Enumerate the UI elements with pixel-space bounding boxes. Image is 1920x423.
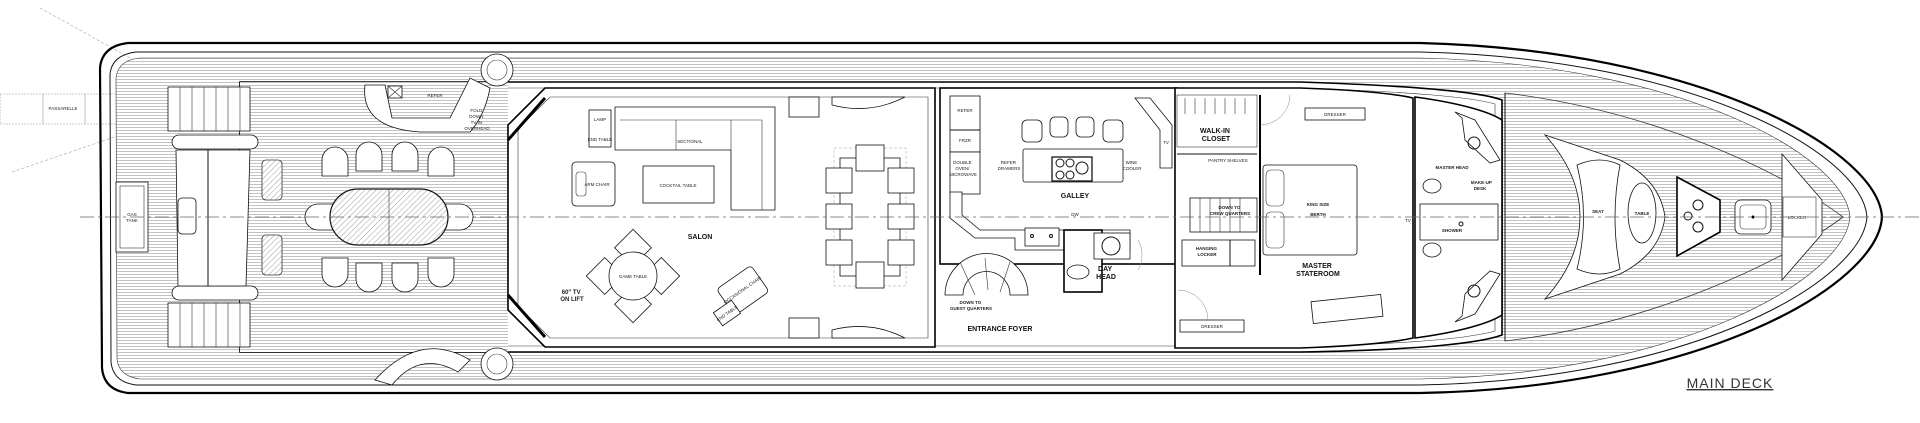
berth-label: BERTH bbox=[1310, 212, 1326, 217]
pantry-shelves-label: PANTRY SHELVES bbox=[1208, 158, 1247, 163]
master-suite: WALK-IN CLOSET PANTRY SHELVES DOWN TO CR… bbox=[1174, 87, 1414, 349]
shower-label: SHOWER bbox=[1442, 228, 1463, 233]
aft-wet-bar: REFER FOLD DOWN TV IN OVERHEAD bbox=[364, 53, 514, 133]
makeup-desk-line: MAKE-UP bbox=[1471, 180, 1492, 185]
galley-tv-label: TV bbox=[1163, 140, 1169, 145]
master-stateroom-line: MASTER bbox=[1302, 263, 1332, 270]
entrance-foyer: DOWN TO GUEST QUARTERS ENTRANCE FOYER bbox=[944, 253, 1033, 333]
passarelle-label: PASSARELLE bbox=[49, 106, 78, 111]
cocktail-table-label: COCKTAIL TABLE bbox=[659, 183, 696, 188]
refer-drawers-line: REFER bbox=[1001, 160, 1017, 165]
entrance-foyer-label: ENTRANCE FOYER bbox=[968, 326, 1033, 333]
frzr-label: FRZR bbox=[959, 138, 972, 143]
locker-label: LOCKER bbox=[1788, 215, 1807, 220]
fold-down-tv-line: FOLD bbox=[470, 108, 483, 113]
dresser-top[interactable]: DRESSER bbox=[1304, 107, 1366, 121]
master-stateroom-label: MASTER STATEROOM bbox=[1296, 263, 1340, 278]
makeup-desk-label: MAKE-UP DESK bbox=[1471, 180, 1493, 191]
wine-cooler-label: WINE COOLER bbox=[1122, 160, 1142, 171]
stern-stairs-starboard[interactable] bbox=[167, 302, 251, 348]
oven-line: MICROWAVE bbox=[949, 172, 977, 177]
dresser-bottom-label: DRESSER bbox=[1201, 324, 1224, 329]
fold-down-tv-label: FOLD DOWN TV IN OVERHEAD bbox=[464, 108, 490, 131]
down-to-crew-line: DOWN TO bbox=[1219, 205, 1241, 210]
galley-island[interactable] bbox=[1022, 148, 1124, 183]
foredeck-table[interactable]: TABLE bbox=[1627, 182, 1657, 244]
dw-label: DW bbox=[1071, 212, 1079, 217]
salon-doors[interactable] bbox=[506, 97, 547, 338]
side-table[interactable]: END TABLE bbox=[712, 299, 742, 327]
refer-drawers-label: REFER DRAWERS bbox=[998, 160, 1021, 171]
hanging-locker[interactable]: HANGING LOCKER bbox=[1181, 239, 1256, 267]
crew-stairs[interactable]: DOWN TO CREW QUARTERS bbox=[1189, 197, 1258, 233]
day-head[interactable]: DAY HEAD bbox=[1063, 229, 1143, 293]
down-to-guest-label[interactable]: DOWN TO GUEST QUARTERS bbox=[950, 300, 992, 311]
bar-stools bbox=[1021, 116, 1124, 143]
down-to-crew-label: DOWN TO CREW QUARTERS bbox=[1210, 205, 1250, 216]
fold-down-tv-line: OVERHEAD bbox=[464, 126, 490, 131]
planters bbox=[261, 159, 283, 276]
arm-chair-label: ARM CHAIR bbox=[584, 182, 610, 187]
galley: REFER FRZR DOUBLE OVEN/ MICROWAVE REFER … bbox=[939, 87, 1178, 265]
cocktail-table[interactable]: COCKTAIL TABLE bbox=[642, 165, 715, 204]
day-head-label: DAY HEAD bbox=[1096, 266, 1116, 281]
down-to-crew-line: CREW QUARTERS bbox=[1210, 211, 1250, 216]
master-head: MASTER HEAD MAKE-UP DESK SHOWER bbox=[1414, 96, 1503, 339]
hanging-locker-line: LOCKER bbox=[1198, 252, 1218, 257]
master-stateroom-line: STATEROOM bbox=[1296, 271, 1340, 278]
down-to-guest-line: GUEST QUARTERS bbox=[950, 306, 992, 311]
king-berth[interactable]: KING SIZE BERTH bbox=[1262, 164, 1358, 256]
table-label: TABLE bbox=[1635, 211, 1650, 216]
fold-down-tv-line: TV IN bbox=[471, 120, 483, 125]
king-size-label: KING SIZE bbox=[1307, 202, 1330, 207]
oven-line: OVEN/ bbox=[955, 166, 970, 171]
hanging-locker-line: HANGING bbox=[1196, 246, 1218, 251]
transom-bench bbox=[171, 134, 259, 301]
dresser-top-label: DRESSER bbox=[1324, 112, 1347, 117]
master-head-label: MASTER HEAD bbox=[1435, 165, 1469, 170]
lamp-label: LAMP bbox=[594, 117, 606, 122]
day-head-line: DAY bbox=[1098, 266, 1112, 273]
arm-chair[interactable]: ARM CHAIR bbox=[571, 161, 616, 207]
game-table[interactable]: GAME TABLE bbox=[585, 228, 681, 324]
down-to-guest-line: DOWN TO bbox=[960, 300, 982, 305]
curved-stair-starboard[interactable] bbox=[374, 347, 514, 386]
aft-refer-label: REFER bbox=[427, 93, 443, 98]
walk-in-closet-line: WALK-IN bbox=[1200, 128, 1230, 135]
hanging-locker-label: HANGING LOCKER bbox=[1196, 246, 1219, 257]
makeup-desk-line: DESK bbox=[1474, 186, 1487, 191]
fold-down-tv-line: DOWN bbox=[469, 114, 483, 119]
shower[interactable]: SHOWER bbox=[1419, 203, 1499, 241]
sectional-label: SECTIONAL bbox=[677, 139, 703, 144]
stern-stairs-port[interactable] bbox=[167, 86, 251, 132]
galley-refer-label: REFER bbox=[957, 108, 973, 113]
walk-in-closet-line: CLOSET bbox=[1202, 136, 1231, 143]
gas-tank-label: TANK bbox=[126, 218, 138, 223]
refer-drawers-line: DRAWERS bbox=[998, 166, 1021, 171]
seat-label: SEAT bbox=[1592, 209, 1604, 214]
wine-cooler-line: WINE bbox=[1125, 160, 1137, 165]
galley-label: GALLEY bbox=[1061, 193, 1090, 200]
anchor-windlass bbox=[1676, 175, 1721, 258]
gas-tank-label: GAS bbox=[127, 212, 137, 217]
tv-on-lift-label: 60" TV ON LIFT bbox=[560, 290, 584, 303]
end-table[interactable]: LAMP END TABLE bbox=[588, 109, 613, 148]
oven-label: DOUBLE OVEN/ MICROWAVE bbox=[949, 160, 977, 177]
wine-cooler-line: COOLER bbox=[1122, 166, 1142, 171]
tv-on-lift-line: 60" TV bbox=[562, 290, 581, 296]
tv-on-lift-line: ON LIFT bbox=[560, 297, 584, 303]
walk-in-closet-label: WALK-IN CLOSET bbox=[1200, 128, 1232, 143]
salon-label: SALON bbox=[688, 234, 713, 241]
salon: SALON SECTIONAL COCKTAIL TABLE LAMP END … bbox=[506, 87, 936, 348]
sectional-sofa[interactable]: SECTIONAL bbox=[614, 106, 776, 211]
end-table-label: END TABLE bbox=[588, 137, 613, 142]
oven-line: DOUBLE bbox=[953, 160, 972, 165]
master-tv-label: TV bbox=[1405, 218, 1411, 223]
drawing-title: MAIN DECK bbox=[1687, 375, 1774, 391]
aft-dining-table[interactable] bbox=[304, 141, 474, 293]
game-table-label: GAME TABLE bbox=[619, 274, 647, 279]
dresser-bottom[interactable]: DRESSER bbox=[1179, 319, 1245, 333]
day-head-line: HEAD bbox=[1096, 274, 1116, 281]
